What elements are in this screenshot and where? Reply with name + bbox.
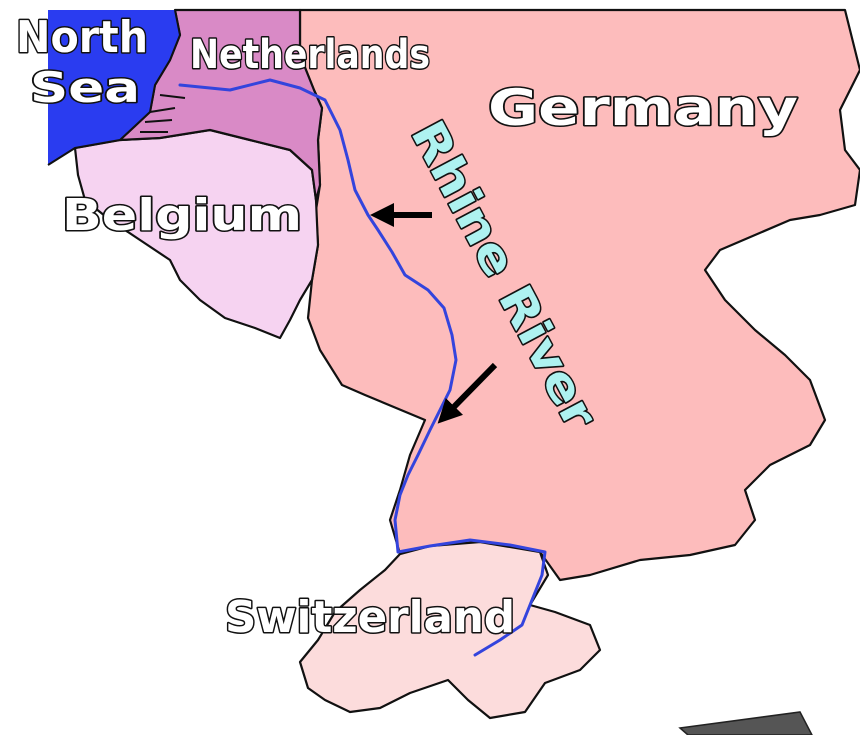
label-germany: Germany xyxy=(488,79,798,137)
estuary-inlets xyxy=(140,94,186,133)
corner-object xyxy=(678,711,813,735)
arrow-down-left-icon xyxy=(437,362,498,424)
rhine-river xyxy=(178,78,547,657)
label-netherlands: Netherlands xyxy=(190,32,430,78)
label-belgium: Belgium xyxy=(62,190,302,241)
label-switzerland: Switzerland xyxy=(225,592,515,643)
label-north-sea-line1: North xyxy=(16,12,148,63)
region-switzerland xyxy=(298,540,602,720)
region-north-sea xyxy=(48,10,180,165)
label-north-sea-line2: Sea xyxy=(30,63,140,112)
sea-coastline xyxy=(47,9,182,166)
